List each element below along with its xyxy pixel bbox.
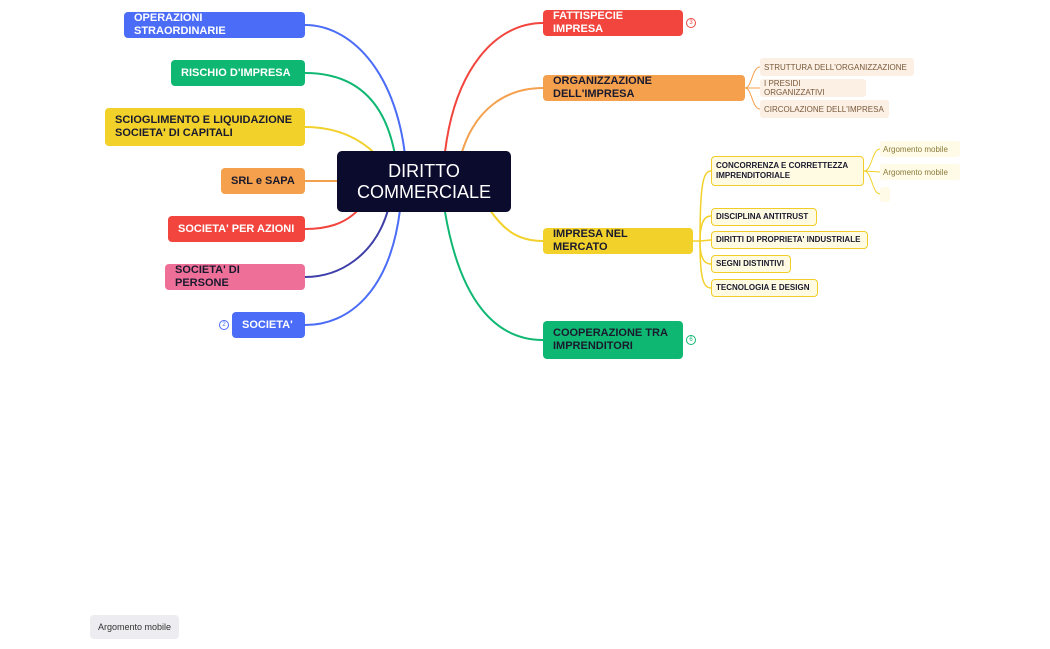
topic-impresa-nel-mercato[interactable]: IMPRESA NEL MERCATO: [543, 228, 693, 254]
topic-scioglimento-liquidazione[interactable]: SCIOGLIMENTO E LIQUIDAZIONE SOCIETA' DI …: [105, 108, 305, 146]
topic-operazioni-straordinarie[interactable]: OPERAZIONI STRAORDINARIE: [124, 12, 305, 38]
subtopic-argomento-mobile-1[interactable]: Argomento mobile: [880, 141, 960, 157]
topic-label-line2: SOCIETA' DI CAPITALI: [115, 127, 233, 139]
topic-rischio-impresa[interactable]: RISCHIO D'IMPRESA: [171, 60, 305, 86]
topic-label: SOCIETA' PER AZIONI: [178, 222, 295, 235]
topic-label: SRL e SAPA: [231, 174, 295, 187]
topic-label-line1: COOPERAZIONE TRA: [553, 327, 668, 339]
subtopic-presidi-organizzativi[interactable]: I PRESIDI ORGANIZZATIVI: [760, 79, 866, 97]
collapsed-count-badge-fattispecie[interactable]: 3: [686, 18, 696, 28]
topic-label-line2: IMPRENDITORI: [553, 340, 633, 352]
floating-topic[interactable]: Argomento mobile: [90, 615, 179, 639]
subtopic-struttura-organizzazione[interactable]: STRUTTURA DELL'ORGANIZZAZIONE: [760, 58, 914, 76]
topic-organizzazione-impresa[interactable]: ORGANIZZAZIONE DELL'IMPRESA: [543, 75, 745, 101]
topic-label: ORGANIZZAZIONE DELL'IMPRESA: [553, 75, 652, 100]
subtopic-argomento-mobile-2[interactable]: Argomento mobile: [880, 164, 960, 180]
topic-societa-per-azioni[interactable]: SOCIETA' PER AZIONI: [168, 216, 305, 242]
central-topic-line2: COMMERCIALE: [356, 181, 491, 202]
topic-label: SOCIETA' DI PERSONE: [175, 264, 240, 289]
edge-mercato: [489, 209, 544, 242]
topic-srl-sapa[interactable]: SRL e SAPA: [221, 168, 305, 194]
subtopic-empty[interactable]: [880, 187, 890, 202]
edge-persone: [304, 209, 389, 278]
topic-label: FATTISPECIE IMPRESA: [553, 10, 624, 35]
topic-label: RISCHIO D'IMPRESA: [181, 66, 291, 79]
collapsed-count-badge-cooperazione[interactable]: 6: [686, 335, 696, 345]
central-topic-line1: DIRITTO: [388, 160, 460, 181]
edge-operazioni: [304, 24, 406, 156]
edge-fattispecie: [444, 22, 544, 153]
topic-label: SOCIETA': [242, 318, 293, 331]
edge-rischio: [304, 72, 396, 156]
subtopic-segni-distintivi[interactable]: SEGNI DISTINTIVI: [711, 255, 791, 273]
topic-label: OPERAZIONI STRAORDINARIE: [134, 12, 226, 37]
central-topic[interactable]: DIRITTO COMMERCIALE: [337, 151, 511, 212]
topic-label-line1: SCIOGLIMENTO E LIQUIDAZIONE: [115, 114, 293, 126]
subtopic-circolazione-impresa[interactable]: CIRCOLAZIONE DELL'IMPRESA: [760, 100, 889, 118]
collapsed-count-badge-societa[interactable]: 2: [219, 320, 229, 330]
edge-organizzazione: [461, 87, 544, 153]
subtopic-tecnologia-design[interactable]: TECNOLOGIA E DESIGN: [711, 279, 818, 297]
topic-cooperazione-imprenditori[interactable]: COOPERAZIONE TRA IMPRENDITORI: [543, 321, 683, 359]
topic-societa-di-persone[interactable]: SOCIETA' DI PERSONE: [165, 264, 305, 290]
topic-fattispecie-impresa[interactable]: FATTISPECIE IMPRESA: [543, 10, 683, 36]
subtopic-disciplina-antitrust[interactable]: DISCIPLINA ANTITRUST: [711, 208, 817, 226]
topic-societa[interactable]: SOCIETA': [232, 312, 305, 338]
topic-label: IMPRESA NEL MERCATO: [553, 228, 628, 253]
edge-cooperazione: [444, 211, 544, 341]
edge-societa: [304, 209, 401, 326]
subtopic-diritti-proprieta-industriale[interactable]: DIRITTI DI PROPRIETA' INDUSTRIALE: [711, 231, 868, 249]
subtopic-concorrenza-correttezza[interactable]: CONCORRENZA E CORRETTEZZA IMPRENDITORIAL…: [711, 156, 864, 186]
